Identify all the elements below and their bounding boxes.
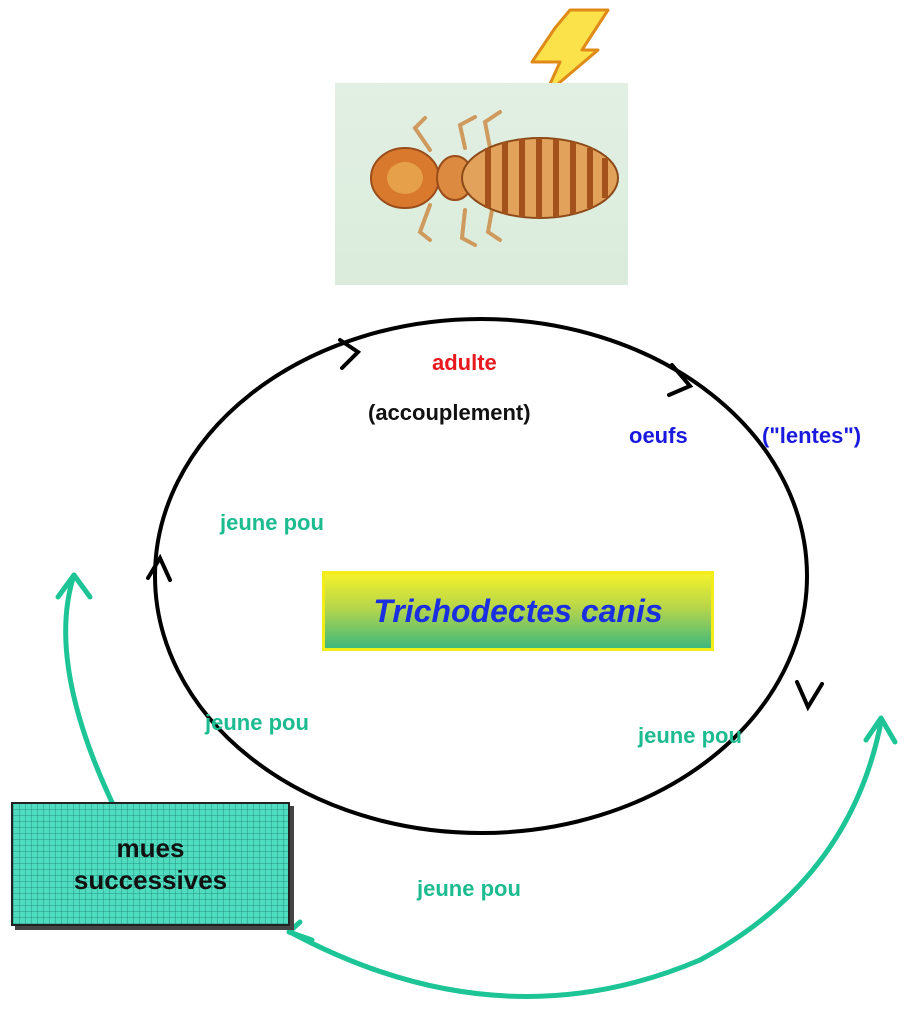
stage-nymph-4: jeune pou bbox=[417, 876, 521, 902]
stage-nymph-2: jeune pou bbox=[205, 710, 309, 736]
species-title: Trichodectes canis bbox=[373, 593, 662, 630]
stage-eggs: oeufs bbox=[629, 423, 688, 449]
molt-line-1: mues bbox=[117, 832, 185, 864]
molt-line-2: successives bbox=[74, 864, 227, 896]
stage-nits: ("lentes") bbox=[762, 423, 861, 449]
stage-nymph-3: jeune pou bbox=[638, 723, 742, 749]
stage-adult: adulte bbox=[432, 350, 497, 376]
stage-mating: (accouplement) bbox=[368, 400, 531, 426]
louse-photo bbox=[335, 83, 628, 285]
molt-arrow-right bbox=[289, 718, 895, 996]
stage-nymph-1: jeune pou bbox=[220, 510, 324, 536]
species-title-box: Trichodectes canis bbox=[322, 571, 714, 651]
molt-box: mues successives bbox=[11, 802, 290, 926]
